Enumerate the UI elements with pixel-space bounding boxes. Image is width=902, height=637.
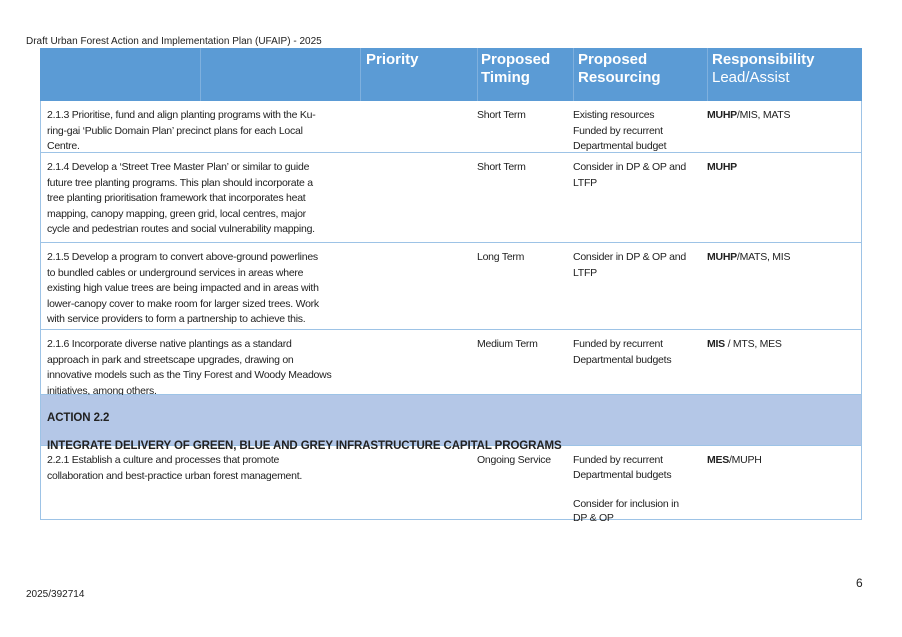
timing: Medium Term bbox=[477, 338, 538, 350]
responsibility: MUHP/MIS, MATS bbox=[707, 108, 790, 124]
header-responsibility-sub: Lead/Assist bbox=[712, 69, 790, 86]
table-header: Priority Proposed Timing Proposed Resour… bbox=[40, 48, 862, 101]
header-priority: Priority bbox=[366, 51, 419, 68]
lead: MIS bbox=[707, 338, 725, 350]
column-divider bbox=[200, 48, 201, 101]
column-divider bbox=[360, 48, 361, 101]
responsibility: MUHP/MATS, MIS bbox=[707, 250, 790, 266]
action-description: 2.1.5 Develop a program to convert above… bbox=[47, 251, 319, 325]
action-description: 2.1.6 Incorporate diverse native plantin… bbox=[47, 338, 332, 397]
responsibility: MUHP bbox=[707, 160, 737, 176]
responsibility: MIS / MTS, MES bbox=[707, 337, 782, 353]
responsibility: MES/MUPH bbox=[707, 453, 762, 469]
action-description: 2.2.1 Establish a culture and processes … bbox=[47, 454, 303, 482]
action-label: ACTION 2.2 bbox=[47, 412, 110, 424]
timing: Ongoing Service bbox=[477, 454, 551, 466]
action-heading: ACTION 2.2 INTEGRATE DELIVERY OF GREEN, … bbox=[47, 397, 562, 467]
document-reference: 2025/392714 bbox=[26, 589, 85, 600]
table-row: 2.1.6 Incorporate diverse native plantin… bbox=[40, 330, 862, 397]
timing: Short Term bbox=[477, 109, 526, 121]
lead: MUHP bbox=[707, 161, 737, 173]
column-divider bbox=[707, 48, 708, 101]
resourcing: Funded by recurrent Departmental budgets bbox=[573, 338, 672, 366]
resourcing: Existing resources Funded by recurrent D… bbox=[573, 109, 667, 152]
assist: /MATS, MIS bbox=[736, 251, 791, 263]
timing: Long Term bbox=[477, 251, 525, 263]
resourcing: Funded by recurrent Departmental budgets… bbox=[573, 454, 679, 524]
action-title: INTEGRATE DELIVERY OF GREEN, BLUE AND GR… bbox=[47, 440, 562, 452]
column-divider bbox=[573, 48, 574, 101]
assist: /MUPH bbox=[729, 454, 762, 466]
lead: MUHP bbox=[707, 251, 737, 263]
header-responsibility: Responsibility Lead/Assist bbox=[712, 51, 815, 87]
table-row: 2.1.4 Develop a ‘Street Tree Master Plan… bbox=[40, 153, 862, 243]
table-row: 2.1.5 Develop a program to convert above… bbox=[40, 243, 862, 330]
header-timing: Proposed Timing bbox=[481, 51, 551, 86]
lead: MES bbox=[707, 454, 730, 466]
resourcing: Consider in DP & OP and LTFP bbox=[573, 251, 686, 279]
assist: / MTS, MES bbox=[724, 338, 782, 350]
page-number: 6 bbox=[856, 576, 863, 590]
action-description: 2.1.3 Prioritise, fund and align plantin… bbox=[47, 109, 316, 152]
document-title: Draft Urban Forest Action and Implementa… bbox=[26, 36, 322, 47]
resourcing: Consider in DP & OP and LTFP bbox=[573, 161, 686, 189]
action-description: 2.1.4 Develop a ‘Street Tree Master Plan… bbox=[47, 161, 315, 235]
table-row: 2.2.1 Establish a culture and processes … bbox=[40, 446, 862, 524]
table-row: 2.1.3 Prioritise, fund and align plantin… bbox=[40, 101, 862, 153]
timing: Short Term bbox=[477, 161, 526, 173]
assist: /MIS, MATS bbox=[736, 109, 791, 121]
action-heading-row: ACTION 2.2 INTEGRATE DELIVERY OF GREEN, … bbox=[40, 395, 862, 452]
lead: MUHP bbox=[707, 109, 737, 121]
header-responsibility-title: Responsibility bbox=[712, 51, 815, 68]
column-divider bbox=[477, 48, 478, 101]
header-resourcing: Proposed Resourcing bbox=[578, 51, 661, 86]
